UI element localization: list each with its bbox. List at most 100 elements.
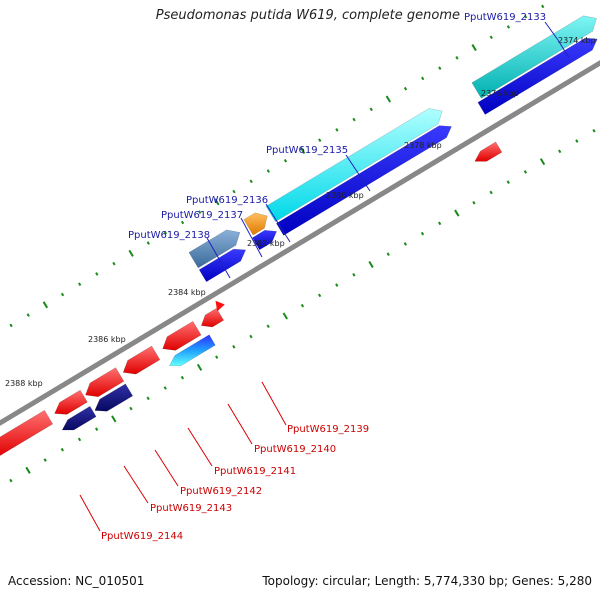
tick-mark-inner (539, 158, 546, 166)
tick-label-2376: 2376 kbp (481, 89, 519, 98)
tick-mark-outer (112, 261, 116, 266)
gene-labels: PputW619_2133 PputW619_2135 PputW619_213… (101, 12, 546, 542)
tick-mark-outer (299, 146, 306, 154)
tick-mark-inner (232, 345, 236, 349)
tick-mark-outer (198, 210, 202, 215)
tick-mark-outer (369, 107, 373, 112)
accession-text: Accession: NC_010501 (8, 574, 145, 588)
tick-mark-outer (471, 44, 477, 52)
gene-2135-highlight[interactable] (265, 108, 443, 222)
gene-2133-cds[interactable] (477, 37, 598, 115)
gene-features (0, 15, 598, 457)
genome-summary-text: Topology: circular; Length: 5,774,330 bp… (262, 574, 592, 588)
tick-mark-outer (318, 138, 322, 142)
gene-label-2137[interactable]: PputW619_2137 (161, 210, 243, 221)
gene-2137-highlight[interactable] (188, 229, 241, 269)
tick-mark-outer (541, 4, 545, 9)
leader-line-2133 (544, 21, 570, 59)
tick-mark-inner (335, 283, 339, 287)
tick-mark-inner (368, 260, 374, 269)
gene-label-2140[interactable]: PputW619_2140 (254, 444, 336, 455)
tick-mark-inner (129, 406, 133, 411)
tick-mark-inner (506, 180, 510, 184)
tick-rows (9, 4, 596, 483)
tick-mark-inner (317, 293, 322, 298)
tick-mark-outer (506, 25, 511, 29)
gene-label-2141[interactable]: PputW619_2141 (214, 466, 296, 477)
tick-mark-outer (489, 35, 493, 40)
gene-2133-highlight[interactable] (471, 15, 597, 99)
tick-labels: 2374 kbp 2376 kbp 2378 kbp 2380 kbp 2382… (5, 36, 596, 388)
tick-mark-outer (232, 189, 236, 194)
gene-2142-cds[interactable] (85, 367, 125, 397)
gene-2139-cds[interactable] (200, 307, 225, 328)
gene-2142-dark[interactable] (94, 383, 134, 412)
tick-label-2388: 2388 kbp (5, 379, 43, 388)
tick-mark-outer (180, 220, 185, 225)
gene-2143-cds[interactable] (54, 389, 88, 415)
tick-mark-outer (146, 241, 150, 245)
gene-label-2143[interactable]: PputW619_2143 (150, 503, 232, 514)
gene-2140-cds[interactable] (162, 320, 202, 351)
tick-mark-outer (163, 230, 168, 235)
tick-mark-inner (43, 458, 47, 462)
tick-mark-outer (95, 272, 99, 276)
tick-mark-outer (42, 301, 49, 309)
gene-2141-cds[interactable] (122, 345, 161, 375)
tick-mark-inner (300, 303, 305, 308)
gene-2139-marker[interactable] (215, 300, 225, 312)
tick-label-2374: 2374 kbp (558, 36, 596, 45)
tick-mark-inner (352, 273, 356, 277)
tick-mark-outer (523, 14, 528, 19)
gene-label-2133[interactable]: PputW619_2133 (464, 12, 546, 23)
gene-2135-cds[interactable] (276, 125, 452, 236)
leader-line-2139 (261, 381, 287, 426)
gene-2136-cds[interactable] (252, 230, 277, 251)
gene-label-2135[interactable]: PputW619_2135 (266, 145, 348, 156)
gene-2143-dark[interactable] (61, 405, 97, 431)
tick-label-2378: 2378 kbp (404, 141, 442, 150)
tick-mark-outer (249, 179, 253, 184)
gene-2140-highlight[interactable] (168, 334, 216, 366)
tick-mark-inner (558, 149, 562, 154)
gene-2144-cds[interactable] (0, 409, 54, 457)
genome-backbone (0, 55, 600, 426)
tick-label-2382: 2382 kbp (247, 239, 285, 248)
tick-mark-outer (403, 86, 408, 91)
leader-line-2144 (79, 494, 101, 532)
tick-label-2380: 2380 kbp (326, 191, 364, 200)
tick-mark-outer (421, 76, 425, 81)
tick-label-2386: 2386 kbp (88, 335, 126, 344)
tick-mark-outer (335, 128, 339, 132)
tick-mark-inner (77, 437, 82, 442)
tick-mark-inner (60, 447, 64, 452)
gene-reverse-small[interactable] (474, 141, 503, 162)
tick-mark-inner (266, 324, 270, 329)
leader-line-2137 (240, 217, 263, 258)
label-leader-lines (79, 21, 570, 532)
tick-mark-outer (128, 249, 134, 257)
leader-line-2142 (154, 449, 179, 487)
tick-mark-inner (454, 209, 460, 217)
gene-label-2139[interactable]: PputW619_2139 (287, 424, 369, 435)
gene-2136-highlight[interactable] (243, 212, 268, 236)
tick-mark-outer (352, 117, 356, 122)
tick-mark-inner (180, 375, 185, 380)
tick-label-2384: 2384 kbp (168, 288, 206, 297)
gene-label-2136[interactable]: PputW619_2136 (186, 195, 268, 206)
tick-mark-inner (146, 396, 150, 401)
tick-mark-outer (283, 158, 288, 163)
tick-mark-inner (489, 190, 493, 195)
gene-label-2142[interactable]: PputW619_2142 (180, 486, 262, 497)
gene-label-2138[interactable]: PputW619_2138 (128, 230, 210, 241)
backbone-outer (0, 60, 600, 426)
tick-mark-inner (196, 363, 203, 371)
gene-label-2144[interactable]: PputW619_2144 (101, 531, 183, 542)
tick-mark-inner (472, 200, 476, 205)
tick-mark-inner (95, 427, 99, 431)
tick-mark-outer (214, 198, 220, 206)
tick-mark-outer (438, 66, 442, 70)
tick-mark-inner (523, 170, 528, 174)
tick-mark-inner (403, 242, 407, 246)
